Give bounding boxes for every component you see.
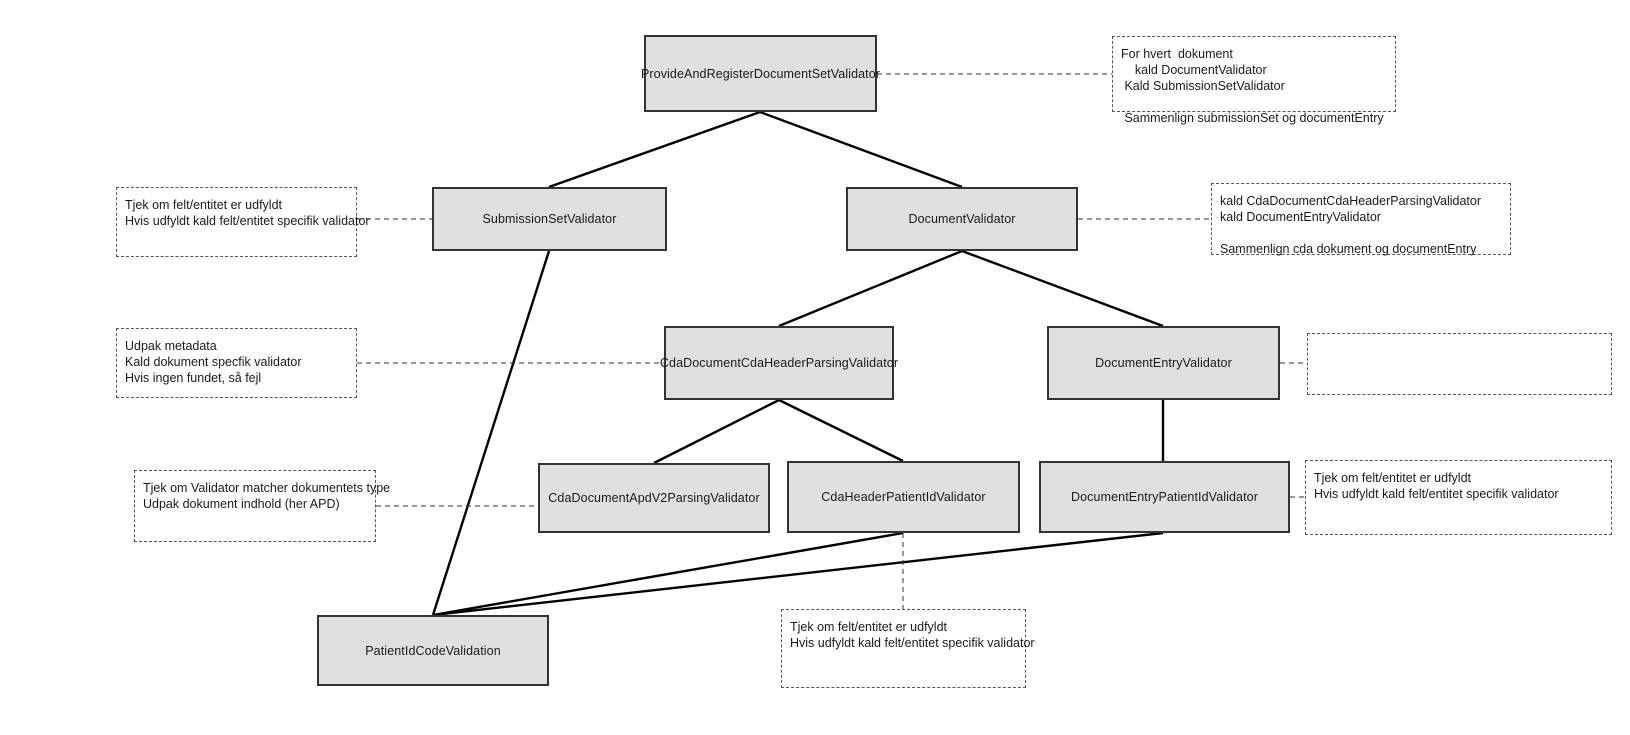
annotation-note: Tjek om felt/entitet er udfyldt Hvis udf…: [116, 187, 370, 257]
annotation-note-text: For hvert dokument kald DocumentValidato…: [1121, 47, 1384, 125]
annotation-note: Tjek om Validator matcher dokumentets ty…: [134, 470, 391, 542]
annotation-note-text: Tjek om felt/entitet er udfyldt Hvis udf…: [790, 620, 1035, 650]
node-label: CdaDocumentApdV2ParsingValidator: [548, 491, 760, 505]
node-cdaApdV2[interactable]: CdaDocumentApdV2ParsingValidator: [538, 463, 770, 533]
node-documentValidator[interactable]: DocumentValidator: [846, 187, 1078, 251]
node-label: DocumentEntryValidator: [1095, 356, 1232, 370]
annotation-note: Tjek om felt/entitet er udfyldt Hvis udf…: [1305, 460, 1612, 535]
node-cdaHeaderPatientId[interactable]: CdaHeaderPatientIdValidator: [787, 461, 1020, 533]
node-label: CdaHeaderPatientIdValidator: [821, 490, 986, 504]
diagram-edge: [653, 398, 780, 465]
annotation-note: [1307, 333, 1612, 395]
node-label: DocumentValidator: [908, 212, 1016, 226]
annotation-note-text: Udpak metadata Kald dokument specfik val…: [125, 339, 302, 385]
annotation-note-text: Tjek om felt/entitet er udfyldt Hvis udf…: [1314, 471, 1559, 501]
node-cdaHeaderParsing[interactable]: CdaDocumentCdaHeaderParsingValidator: [660, 326, 898, 400]
diagram-edge: [548, 110, 761, 189]
annotation-note: Tjek om felt/entitet er udfyldt Hvis udf…: [781, 609, 1035, 688]
diagram-edge: [432, 531, 1164, 617]
diagram-edge: [432, 531, 904, 617]
annotation-note: Udpak metadata Kald dokument specfik val…: [116, 328, 357, 398]
node-label: SubmissionSetValidator: [482, 212, 617, 226]
diagram-edge: [431, 250, 551, 616]
node-documentEntry[interactable]: DocumentEntryValidator: [1047, 326, 1280, 400]
node-label: DocumentEntryPatientIdValidator: [1071, 490, 1258, 504]
annotation-note-text: kald CdaDocumentCdaHeaderParsingValidato…: [1220, 194, 1482, 256]
annotation-note: For hvert dokument kald DocumentValidato…: [1112, 36, 1396, 125]
annotation-note: kald CdaDocumentCdaHeaderParsingValidato…: [1211, 183, 1511, 256]
diagram-edge: [778, 398, 904, 463]
node-label: CdaDocumentCdaHeaderParsingValidator: [659, 356, 899, 370]
node-label: ProvideAndRegisterDocumentSetValidator: [640, 66, 881, 81]
node-label: PatientIdCodeValidation: [365, 643, 501, 658]
node-documentEntryPatientId[interactable]: DocumentEntryPatientIdValidator: [1039, 461, 1290, 533]
node-submissionSet[interactable]: SubmissionSetValidator: [432, 187, 667, 251]
diagram-edge: [778, 249, 963, 328]
node-patientIdCode[interactable]: PatientIdCodeValidation: [317, 615, 549, 686]
node-provideAndRegister[interactable]: ProvideAndRegisterDocumentSetValidator: [640, 35, 881, 112]
diagram-edge: [961, 249, 1164, 328]
annotation-note-text: Tjek om Validator matcher dokumentets ty…: [143, 481, 391, 511]
annotation-note-text: Tjek om felt/entitet er udfyldt Hvis udf…: [125, 198, 370, 228]
diagram-edge: [759, 110, 963, 189]
